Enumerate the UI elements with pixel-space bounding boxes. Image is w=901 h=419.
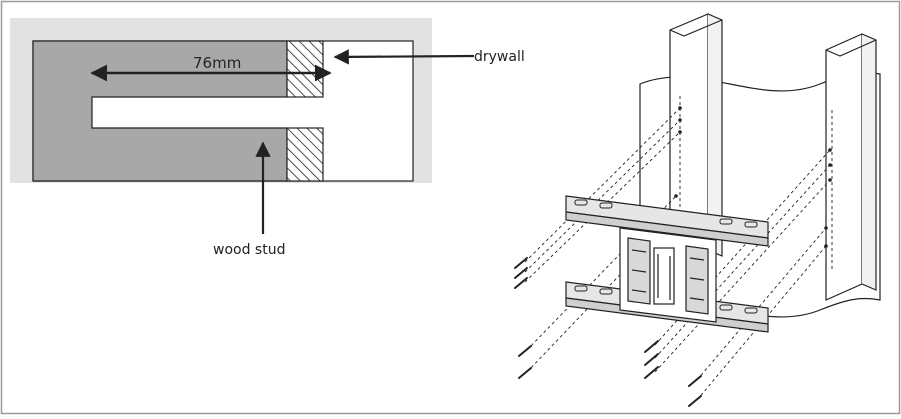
wood-stud-label: wood stud [213,242,285,258]
mount-installation-illustration [514,13,881,407]
drywall-block-bottom [286,127,324,182]
dimension-label: 76mm [193,54,241,72]
drywall-block-top [286,40,324,98]
left-stud [669,13,723,267]
stud-pilot-holes [674,106,832,248]
drywall-label: drywall [474,49,525,65]
right-stud [825,33,877,301]
mounting-screws [514,257,702,407]
wall-section-diagram: 76mm drywall wood stud [10,18,525,258]
drywall-pointer-arrow [333,49,475,65]
wall-mount-bracket [565,195,769,333]
